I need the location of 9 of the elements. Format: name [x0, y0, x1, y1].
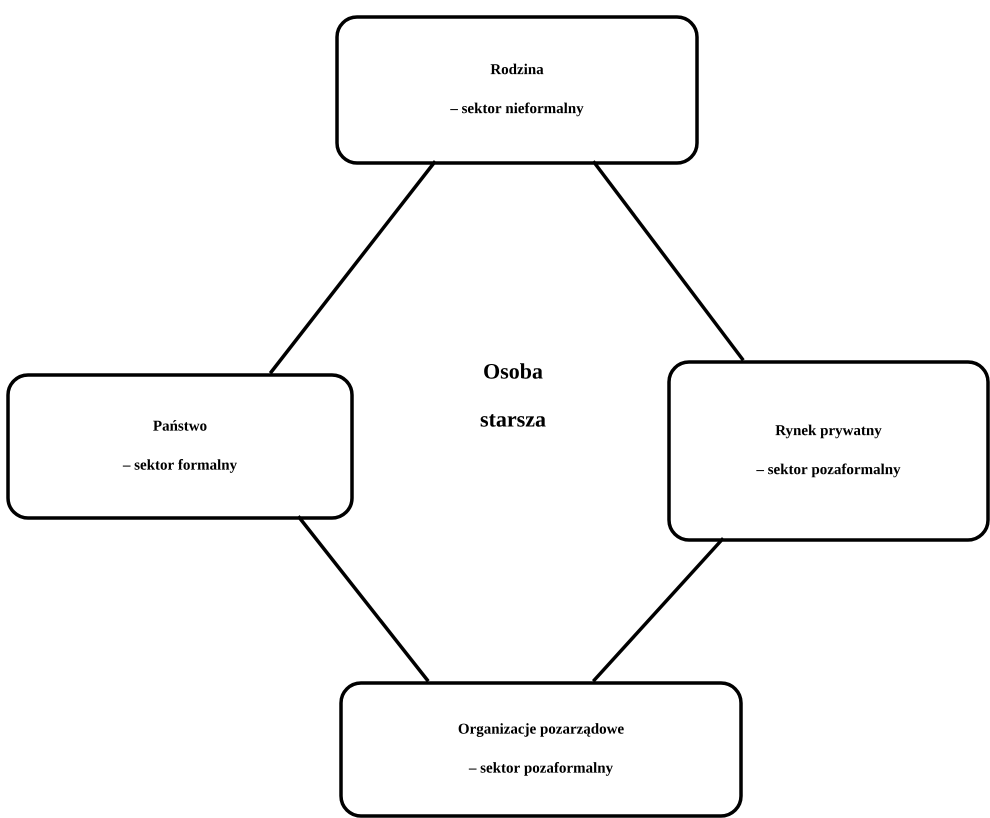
sector-box: Państwo – sektor formalny [6, 373, 354, 520]
sector-box: Rynek prywatny – sektor pozaformalny [667, 360, 990, 542]
center-label: Osoba starsza [480, 363, 546, 427]
connector-line [268, 160, 437, 374]
connector-line [592, 160, 745, 362]
sector-box: Rodzina – sektor nieformalny [335, 15, 699, 165]
connector-line [296, 515, 430, 682]
connector-line [592, 537, 725, 682]
sector-box: Organizacje pozarządowe – sektor pozaformalny [339, 681, 743, 818]
